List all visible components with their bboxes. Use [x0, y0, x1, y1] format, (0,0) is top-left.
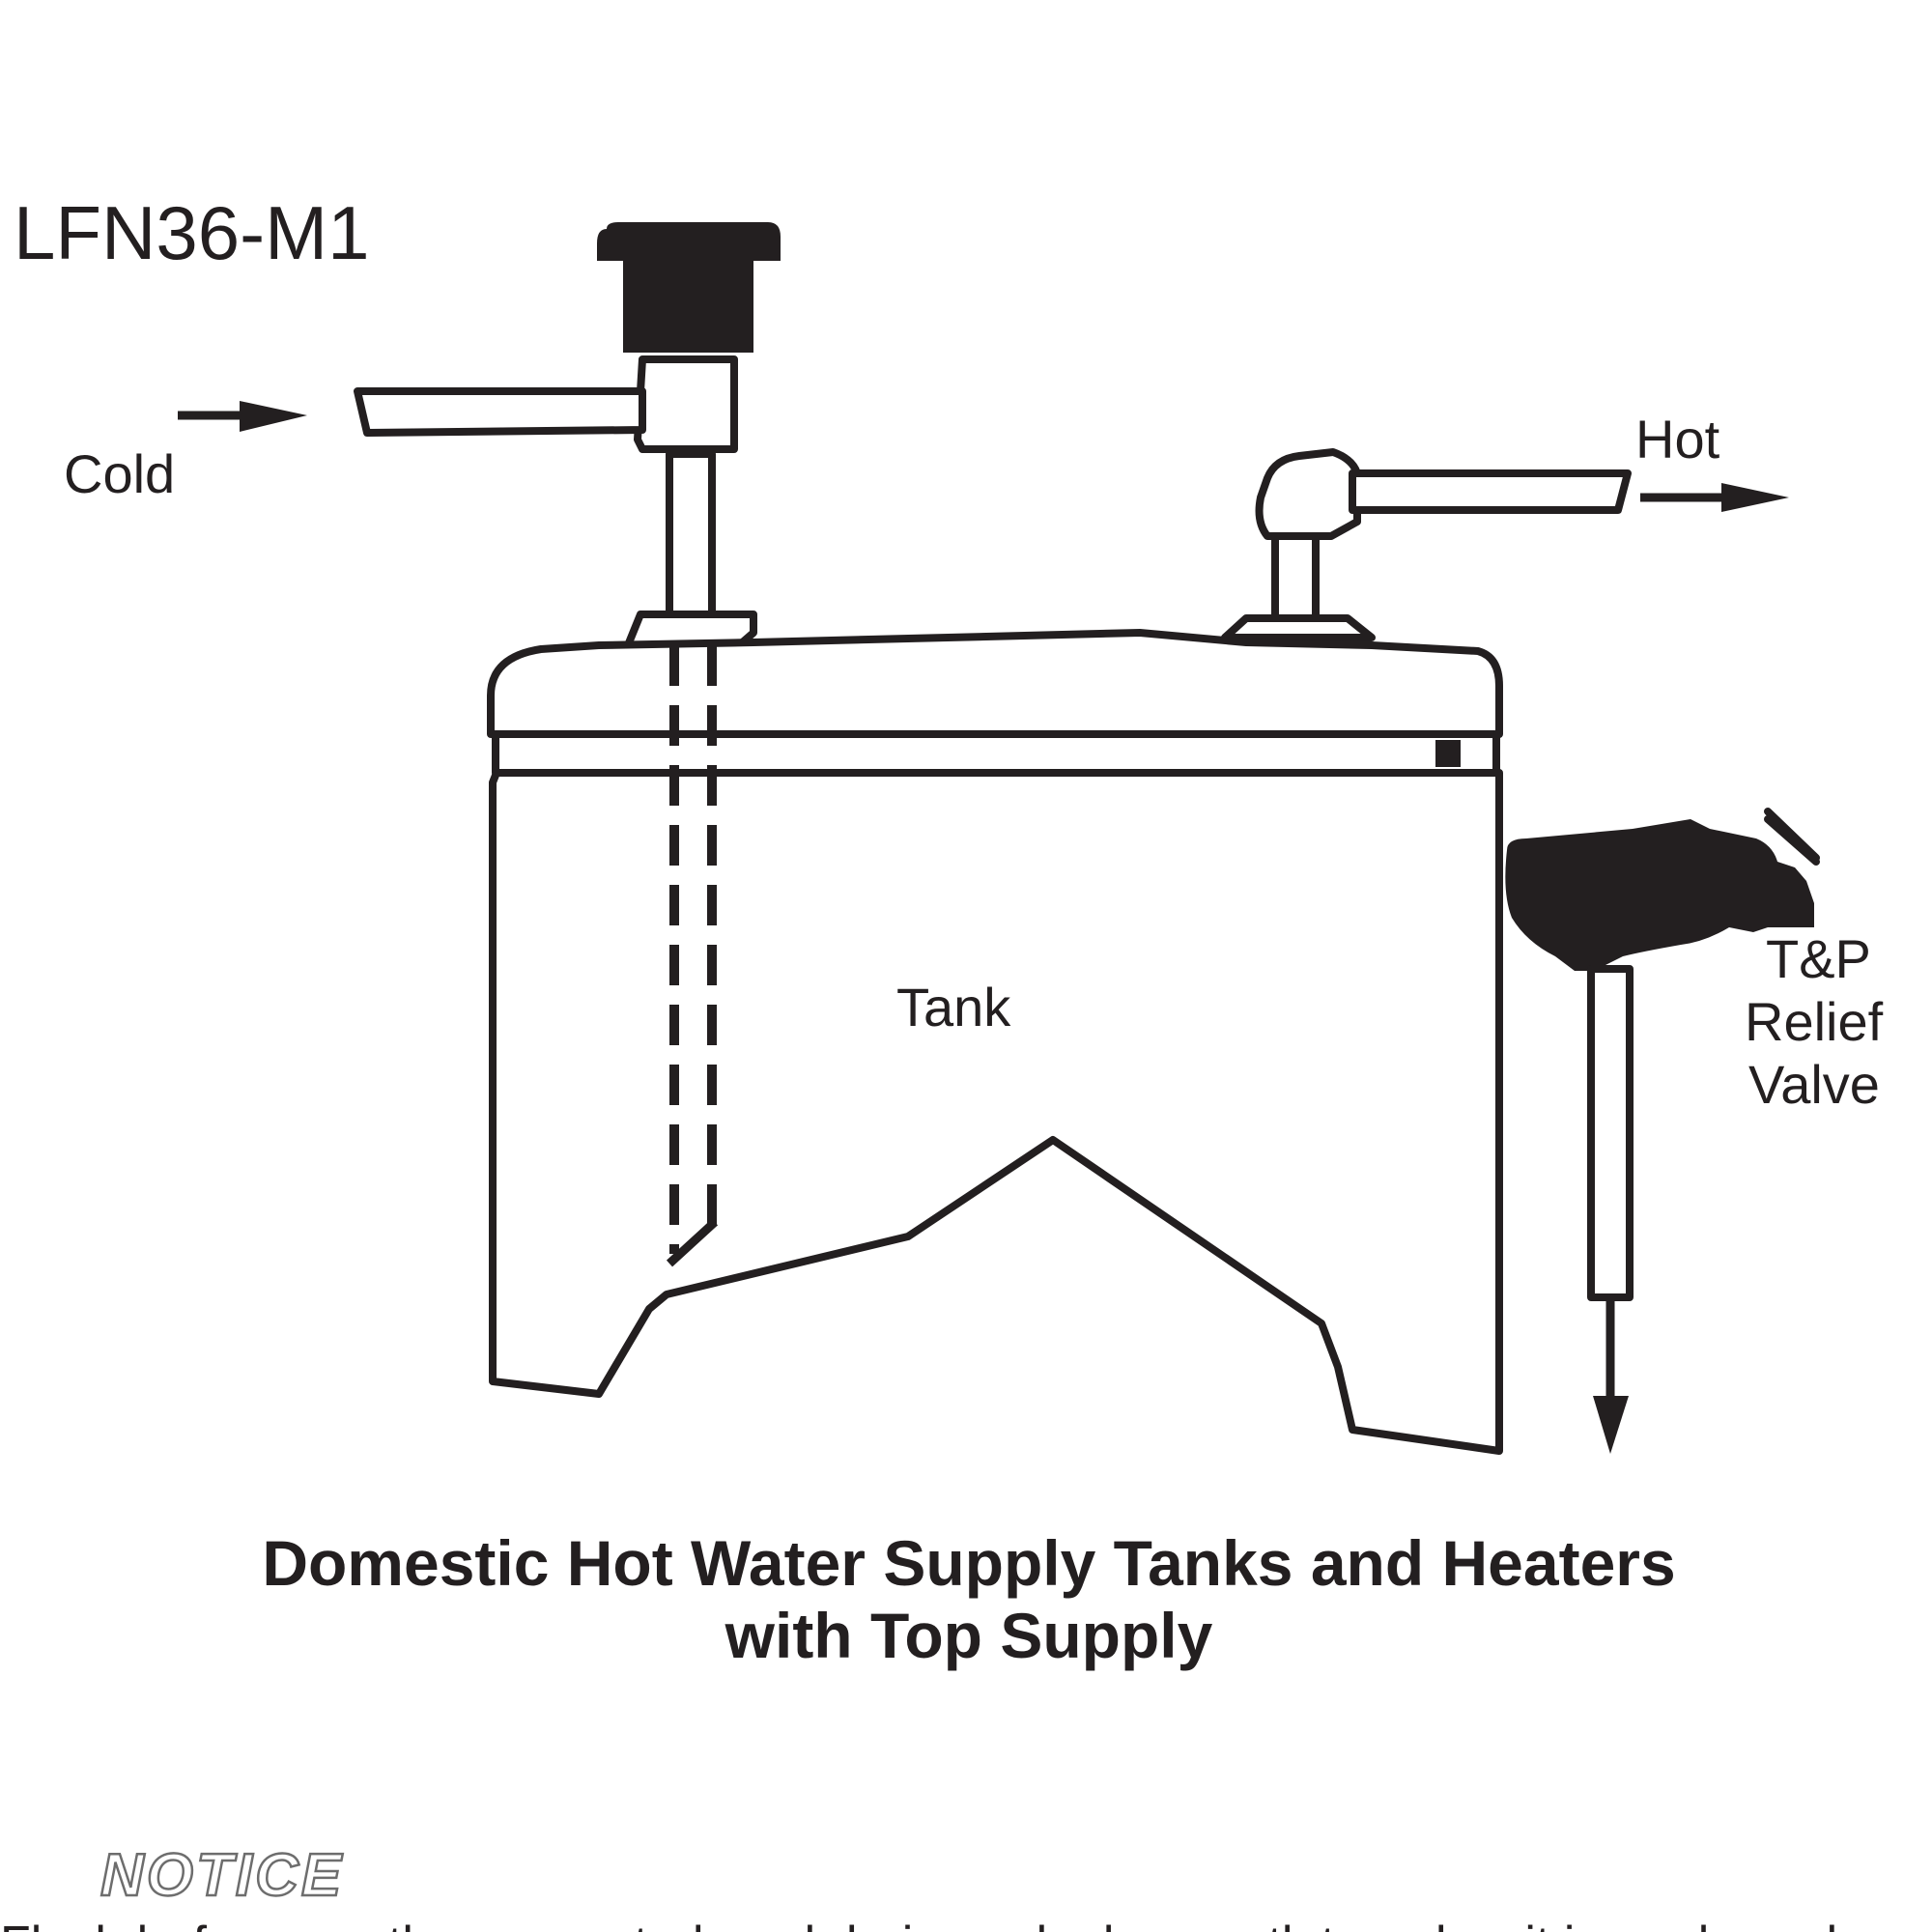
relief-valve-label: T&P Relief Valve — [1745, 928, 1898, 1115]
caption-line2: with Top Supply — [724, 1600, 1213, 1671]
cold-inlet-valve — [354, 222, 781, 649]
notice-logo: NOTICE — [100, 1842, 344, 1909]
relief-valve-label-line3: Valve — [1748, 1054, 1880, 1115]
hot-label: Hot — [1635, 409, 1720, 469]
hot-flow-arrow — [1640, 483, 1789, 512]
caption-line1: Domestic Hot Water Supply Tanks and Heat… — [262, 1527, 1675, 1599]
cold-flow-arrow — [178, 401, 307, 432]
dip-tube — [666, 645, 719, 1267]
relief-valve-label-line2: Relief — [1745, 991, 1884, 1052]
tank-body — [487, 629, 1503, 1455]
tp-relief-valve — [1505, 808, 1820, 1454]
model-code: LFN36-M1 — [14, 190, 369, 275]
cold-label: Cold — [64, 443, 175, 504]
hot-outlet-fitting — [1221, 448, 1632, 641]
tank-label: Tank — [896, 977, 1011, 1037]
truncated-footer-text: Flush before use the connected, and drai… — [0, 1917, 1932, 1932]
relief-valve-label-line1: T&P — [1766, 928, 1870, 989]
